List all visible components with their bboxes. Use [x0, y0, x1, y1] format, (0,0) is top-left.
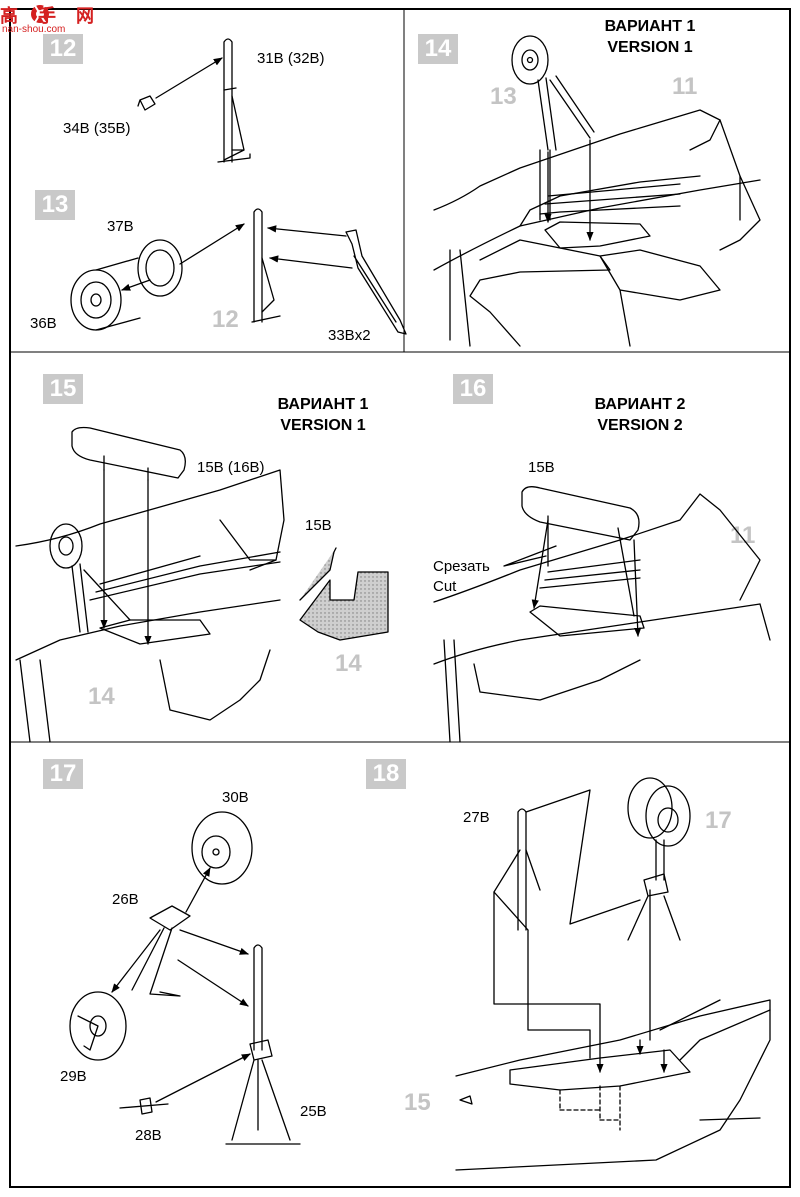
part-label-27b: 27B: [463, 809, 490, 826]
watermark-logo-graphic: [31, 3, 49, 25]
part-label-37b: 37B: [107, 218, 134, 235]
variant-en: VERSION 1: [607, 39, 693, 56]
part-label-15b-16b: 15B (16B): [197, 459, 265, 476]
step-12-label: 12: [43, 34, 83, 64]
cut-label-ru: Срезать: [433, 558, 490, 575]
step-16-label: 16: [453, 374, 493, 404]
watermark-logo: 高手网 nan-shou.com: [0, 0, 100, 38]
ref-part-11-a: 11: [672, 73, 698, 100]
part-label-34b: 34B (35B): [63, 120, 131, 137]
step-18-drawing: [455, 777, 771, 1171]
page-border: [9, 8, 791, 1188]
step-16-drawing: [433, 486, 771, 743]
variant-ru: ВАРИАНТ 1: [277, 396, 369, 413]
variant-heading-step15: ВАРИАНТ 1 VERSION 1: [258, 394, 388, 436]
cut-label-en: Cut: [433, 578, 457, 595]
part-label-25b: 25B: [300, 1103, 327, 1120]
step-17-label: 17: [43, 759, 83, 789]
watermark-url: nan-shou.com: [2, 24, 66, 35]
step-14-drawing: [433, 35, 761, 347]
variant-ru: ВАРИАНТ 1: [604, 18, 696, 35]
part-label-28b: 28B: [135, 1127, 162, 1144]
part-label-31b: 31B (32B): [257, 50, 325, 67]
variant-en: VERSION 2: [597, 417, 683, 434]
step-17-drawing: [69, 811, 301, 1145]
ref-step-12: 12: [212, 306, 239, 333]
variant-heading-step16: ВАРИАНТ 2 VERSION 2: [575, 394, 705, 436]
step-13-drawing: [70, 208, 407, 335]
part-label-33b: 33Bx2: [328, 327, 371, 344]
ref-step-13: 13: [490, 83, 517, 110]
part-label-36b: 36B: [30, 315, 57, 332]
part-label-15b-v2: 15B: [528, 459, 555, 476]
step-15-label: 15: [43, 374, 83, 404]
ref-step-14-b: 14: [335, 650, 362, 677]
watermark-title: 高手网: [0, 6, 114, 26]
variant-heading-step14: ВАРИАНТ 1 VERSION 1: [585, 16, 715, 58]
step-15-drawing: [15, 426, 389, 743]
step-14-label: 14: [418, 34, 458, 64]
ref-step-14-a: 14: [88, 683, 115, 710]
variant-en: VERSION 1: [280, 417, 366, 434]
part-label-15b-detail: 15B: [305, 517, 332, 534]
ref-part-11-b: 11: [730, 522, 756, 549]
part-label-30b: 30B: [222, 789, 249, 806]
part-label-29b: 29B: [60, 1068, 87, 1085]
ref-step-17: 17: [705, 807, 732, 834]
step-12-drawing: [137, 38, 251, 163]
variant-ru: ВАРИАНТ 2: [594, 396, 686, 413]
part-label-26b: 26B: [112, 891, 139, 908]
step-13-label: 13: [35, 190, 75, 220]
step-18-label: 18: [366, 759, 406, 789]
ref-step-15: 15: [404, 1089, 431, 1116]
